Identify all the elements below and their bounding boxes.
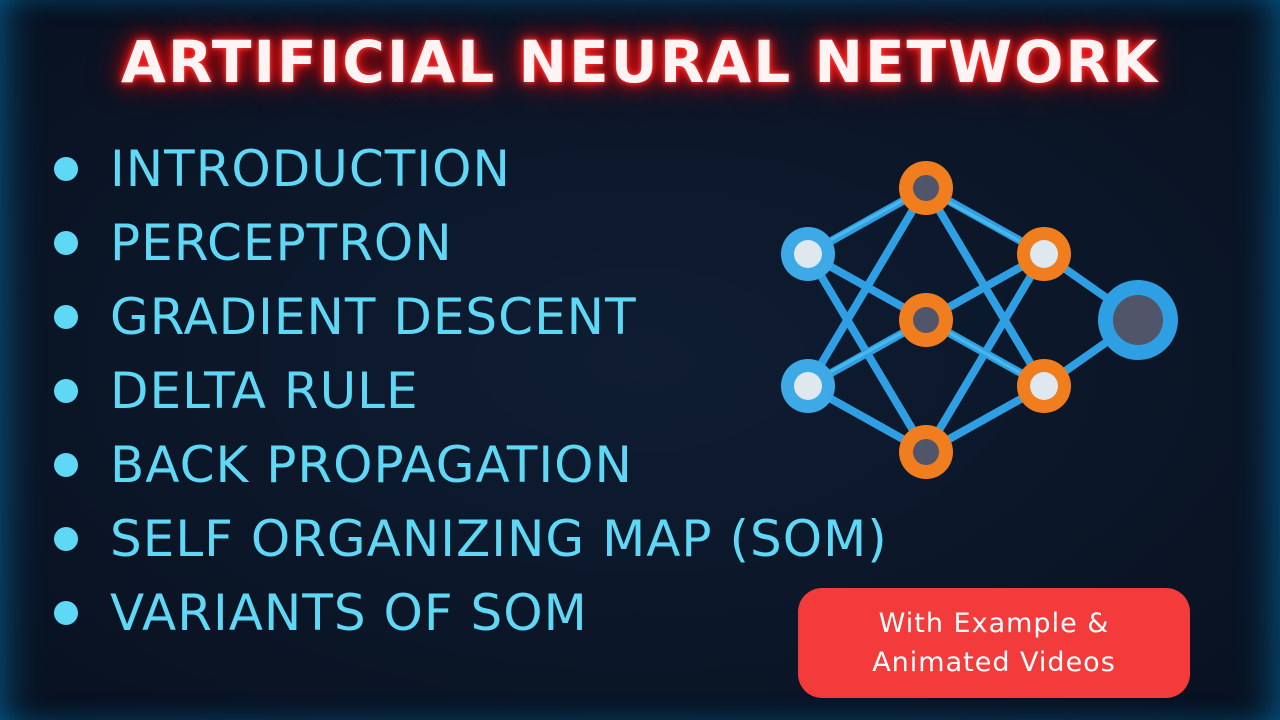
example-videos-badge: With Example & Animated Videos xyxy=(798,588,1190,698)
topic-label: GRADIENT DESCENT xyxy=(110,288,637,346)
network-highlights xyxy=(810,188,1042,386)
badge-line-1: With Example & xyxy=(878,607,1110,639)
list-item: DELTA RULE xyxy=(50,354,888,428)
input-node xyxy=(781,359,835,413)
topic-label: INTRODUCTION xyxy=(110,140,511,198)
badge-line-2: Animated Videos xyxy=(872,647,1116,678)
hidden-node xyxy=(1017,359,1071,413)
hidden-node xyxy=(899,161,953,215)
topic-label: DELTA RULE xyxy=(110,362,419,420)
neural-network-icon xyxy=(781,161,1178,479)
bullet-dot-icon xyxy=(54,231,78,255)
list-item: PERCEPTRON xyxy=(50,206,888,280)
page-title: ARTIFICIAL NEURAL NETWORK xyxy=(120,28,1160,96)
output-node xyxy=(1098,280,1178,360)
network-connections xyxy=(804,184,1142,456)
bullet-dot-icon xyxy=(54,453,78,477)
topic-label: PERCEPTRON xyxy=(110,214,453,272)
bullet-dot-icon xyxy=(54,527,78,551)
topic-list: INTRODUCTION PERCEPTRON GRADIENT DESCENT… xyxy=(50,132,888,650)
bullet-dot-icon xyxy=(54,305,78,329)
hidden-node xyxy=(899,293,953,347)
topic-label: BACK PROPAGATION xyxy=(110,436,633,494)
list-item: GRADIENT DESCENT xyxy=(50,280,888,354)
bullet-dot-icon xyxy=(54,601,78,625)
list-item: SELF ORGANIZING MAP (SOM) xyxy=(50,502,888,576)
list-item: BACK PROPAGATION xyxy=(50,428,888,502)
topic-label: SELF ORGANIZING MAP (SOM) xyxy=(110,510,888,568)
list-item: VARIANTS OF SOM xyxy=(50,576,888,650)
hidden-node xyxy=(899,425,953,479)
topic-label: VARIANTS OF SOM xyxy=(110,584,588,642)
bullet-dot-icon xyxy=(54,379,78,403)
input-node xyxy=(781,227,835,281)
list-item: INTRODUCTION xyxy=(50,132,888,206)
bullet-dot-icon xyxy=(54,157,78,181)
hidden-node xyxy=(1017,227,1071,281)
